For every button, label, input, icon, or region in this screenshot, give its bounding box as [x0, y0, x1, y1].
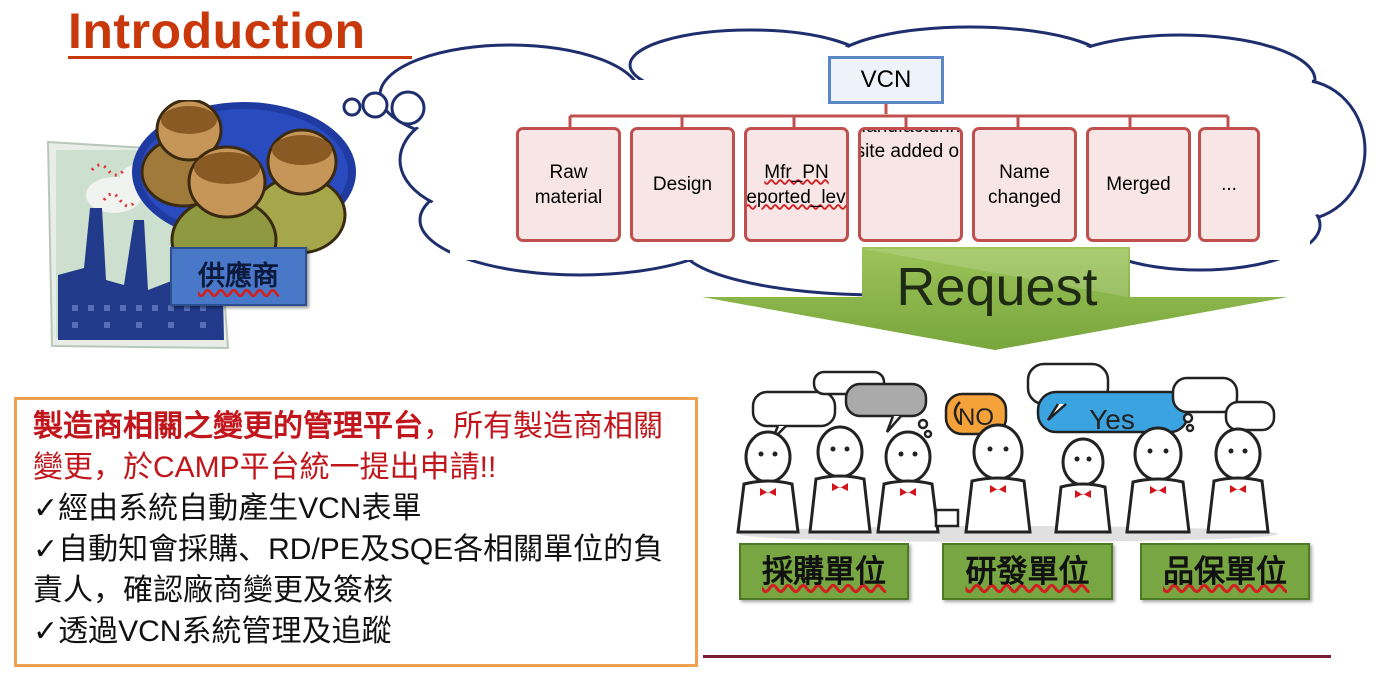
request-arrow — [702, 247, 1288, 350]
description-box: 製造商相關之變更的管理平台，所有製造商相關變更，於CAMP平台統一提出申請!! … — [14, 397, 698, 667]
vcn-root-node: VCN — [828, 56, 944, 104]
vcn-item-label: Manufacturing site added or — [858, 130, 960, 162]
people-group-icon — [132, 100, 356, 284]
briefcase-icon — [934, 508, 960, 528]
bullet-3: ✓透過VCN系統管理及追蹤 — [33, 615, 392, 648]
vcn-item-label: Name changed — [988, 161, 1061, 208]
vcn-item-more: ... — [1198, 127, 1260, 242]
vcn-item-label: ... — [1221, 174, 1237, 195]
vcn-item-merged: Merged — [1086, 127, 1191, 242]
description-lead-rest: ，所有製造商相關變更，於CAMP平台統一提出申請!! — [33, 410, 663, 484]
bubble-yes-text: Yes — [1089, 404, 1135, 435]
description-lead-bold: 製造商相關之變更的管理平台 — [33, 410, 423, 443]
vcn-item-label: Mfr_PN Reported_level — [746, 161, 846, 208]
description-lead: 製造商相關之變更的管理平台，所有製造商相關變更，於CAMP平台統一提出申請!! — [33, 406, 679, 488]
bullet-1: ✓經由系統自動產生VCN表單 — [33, 492, 422, 525]
unit-procurement: 採購單位 — [739, 543, 909, 600]
request-label: Request — [896, 257, 1098, 317]
unit-rd: 研發單位 — [942, 543, 1113, 600]
vcn-item-raw-material: Raw material — [516, 127, 621, 242]
bullet-2: ✓自動知會採購、RD/PE及SQE各相關單位的負責人，確認廠商變更及簽核 — [33, 533, 664, 607]
vcn-item-label: Merged — [1106, 174, 1171, 195]
vcn-item-label: Raw material — [534, 161, 603, 208]
vcn-item-design: Design — [630, 127, 735, 242]
tree-connectors — [568, 104, 1230, 128]
bubble-no-text: NO — [958, 404, 994, 431]
people-illustration — [736, 362, 1278, 542]
no-bubble — [944, 392, 1008, 436]
supplier-illustration — [46, 100, 356, 350]
unit-qa: 品保單位 — [1140, 543, 1310, 600]
vcn-item-manufacturing-site: Manufacturing site added or — [858, 127, 963, 242]
page-title: Introduction — [68, 3, 366, 59]
vcn-item-mfr-pn: Mfr_PN Reported_level — [744, 127, 849, 242]
supplier-label: 供應商 — [170, 247, 307, 306]
vcn-item-label: Design — [652, 174, 713, 195]
vcn-item-name-changed: Name changed — [972, 127, 1077, 242]
bottom-rule — [703, 655, 1331, 658]
title-underline — [68, 56, 412, 59]
